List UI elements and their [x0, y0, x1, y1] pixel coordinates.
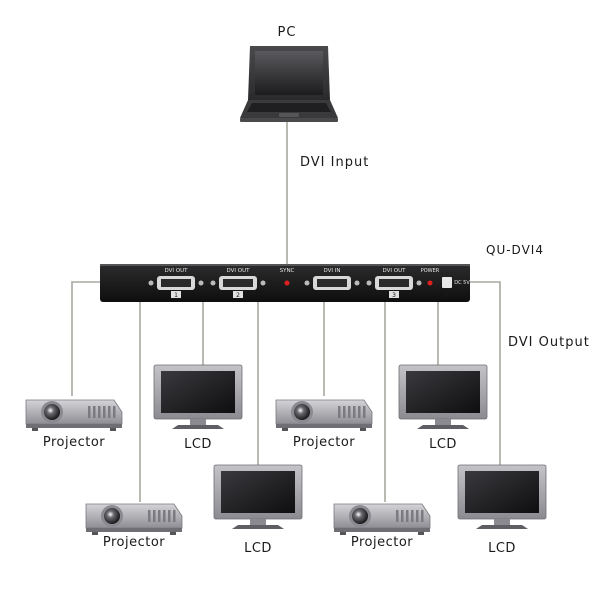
port-number-2: 2 — [236, 292, 240, 299]
lcd-2-lcd-icon — [213, 464, 303, 529]
panel-label-dvi-in: DVI IN — [323, 268, 340, 274]
projector-1-label: Projector — [43, 435, 105, 450]
projector-2-label: Projector — [103, 535, 165, 550]
cables — [71, 118, 501, 502]
dvi-port-2: 2 — [210, 276, 266, 299]
dvi-input-port — [304, 276, 360, 290]
dvi-output-label: DVI Output — [508, 335, 590, 350]
panel-label-dvi-out-3: DVI OUT — [383, 268, 407, 274]
device-label: QU-DVI4 — [486, 243, 544, 257]
lcd-4-label: LCD — [488, 541, 516, 556]
cable-projector-1 — [71, 281, 108, 396]
sync-led — [284, 280, 290, 286]
power-led — [427, 280, 433, 286]
splitter-device: DVI OUT DVI OUT SYNC DVI IN DVI OUT POWE… — [100, 264, 470, 302]
laptop-icon — [240, 46, 338, 122]
lcd-1-label: LCD — [184, 437, 212, 452]
projector-3-label: Projector — [293, 435, 355, 450]
port-number-1: 1 — [174, 292, 178, 299]
dc-jack — [442, 277, 452, 288]
projector-1-projector-icon — [25, 399, 123, 431]
port-number-4: 4 — [444, 292, 448, 299]
port-number-3: 3 — [392, 292, 396, 299]
lcd-4-lcd-icon — [457, 464, 547, 529]
panel-label-sync: SYNC — [280, 268, 295, 274]
projector-4-label: Projector — [351, 535, 413, 550]
dvi-port-1: 1 — [148, 276, 204, 299]
lcd-3-lcd-icon — [398, 364, 488, 429]
dvi-input-label: DVI Input — [300, 155, 369, 170]
projector-3-projector-icon — [275, 399, 373, 431]
lcd-1-lcd-icon — [153, 364, 243, 429]
panel-label-dvi-out-1: DVI OUT — [165, 268, 189, 274]
panel-label-dvi-out-2: DVI OUT — [227, 268, 251, 274]
panel-label-dc: DC 5V — [454, 280, 470, 286]
lcd-3-label: LCD — [429, 437, 457, 452]
projector-4-projector-icon — [333, 503, 431, 535]
dvi-port-3: 3 — [366, 276, 422, 299]
display-devices: ProjectorProjectorLCDLCDProjectorProject… — [25, 364, 547, 556]
cable-lcd-4 — [468, 281, 501, 466]
pc-label: PC — [278, 25, 297, 40]
panel-label-power: POWER — [421, 268, 440, 274]
lcd-2-label: LCD — [244, 541, 272, 556]
projector-2-projector-icon — [85, 503, 183, 535]
